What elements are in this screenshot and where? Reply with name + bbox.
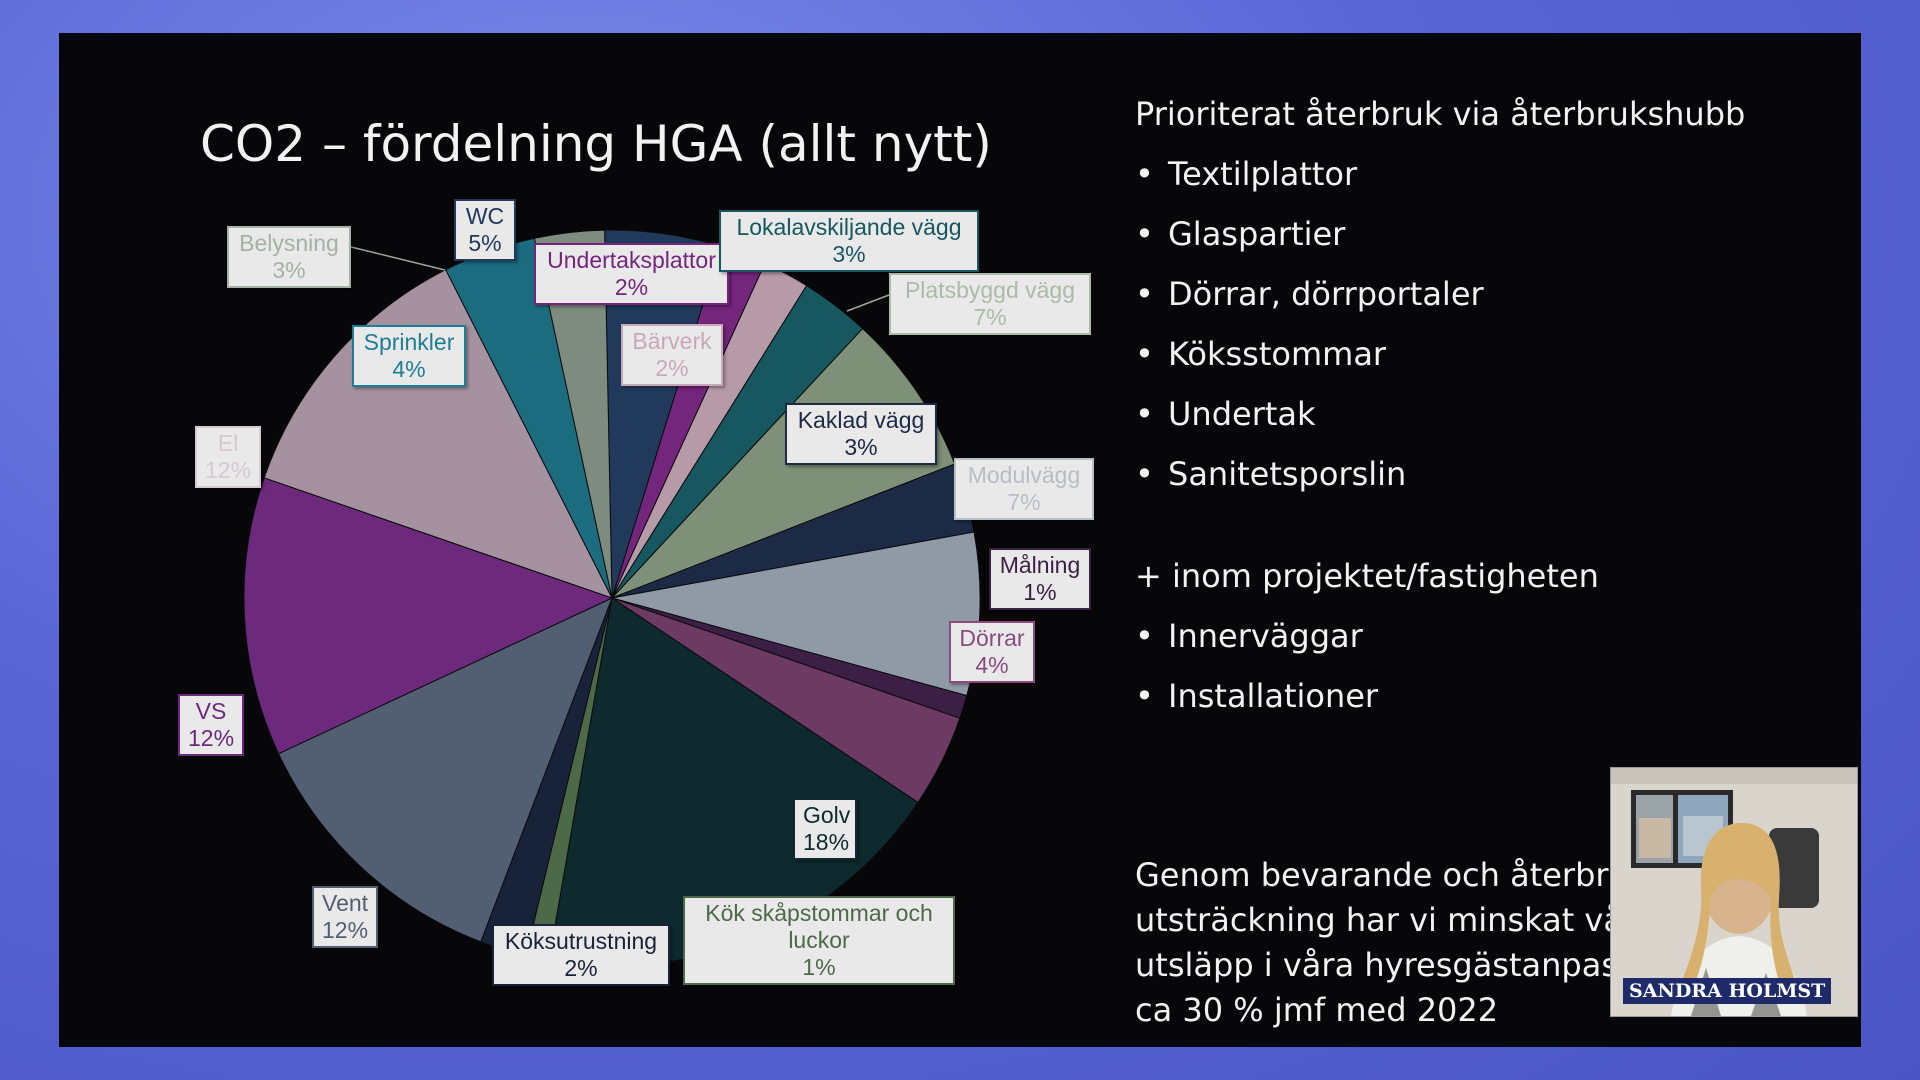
pie-label-name: Målning [999,552,1081,578]
bullet-text: Textilplattor [1168,155,1358,193]
bullet-text: Glaspartier [1168,215,1346,253]
bullet-text: Installationer [1168,677,1379,715]
pie-slice-vent [277,597,613,943]
pie-slice-vs [243,477,614,755]
pie-label-name: Köksutrustning [504,928,658,954]
bullet-dot: • [1135,455,1154,493]
pie-label-name: Bärverk [632,328,712,354]
pie-label-value: 1% [802,954,836,980]
pie-label-name: Platsbyggd vägg [904,277,1076,303]
summary-line: utsläpp i våra hyresgästanpassn [1135,946,1655,984]
pie-label-name: VS [195,698,227,724]
pie-label-value: 4% [975,652,1009,678]
bullet-item: • Undertak [1135,395,1316,433]
pie-slice-el [263,269,614,599]
bullet-item: • Glaspartier [1135,215,1345,253]
chart-title: CO2 – fördelning HGA (allt nytt) [200,115,992,173]
pie-label-name: El [217,430,239,456]
pie-label-value: 2% [614,274,649,300]
summary-line: ca 30 % jmf med 2022 [1135,991,1499,1029]
bullet-item: • Installationer [1135,677,1378,715]
bullet-dot: • [1135,275,1154,313]
pie-label-value: 12% [205,457,252,483]
pie-label-value: 18% [803,829,850,855]
bullet-item: • Sanitetsporslin [1135,455,1406,493]
pie-label-value: 2% [655,355,689,381]
pie-label-value: 12% [322,917,369,943]
leader-line [846,294,890,312]
bullet-item: • Köksstommar [1135,335,1386,373]
bullet-text: Sanitetsporslin [1168,455,1407,493]
bullet-text: Innerväggar [1168,617,1363,655]
pie-label-name: Sprinkler [363,329,455,355]
leader-line [350,246,446,271]
pie-label-value: 3% [832,241,866,267]
pie-slice-platsbyggd-v-gg [611,327,956,599]
bullet-text: Köksstommar [1168,335,1387,373]
speaker-name-tag: SANDRA HOLMST [1623,978,1832,1004]
bullet-dot: • [1135,155,1154,193]
bullet-item: • Dörrar, dörrportaler [1135,275,1484,313]
pie-slice-belysning [533,229,613,599]
pie-slice-modulv-gg [611,531,981,697]
bullet-text: Undertak [1168,395,1316,433]
pie-label-value: 7% [973,304,1007,330]
pie-label-value: 4% [392,356,426,382]
bullet-text: Dörrar, dörrportaler [1168,275,1484,313]
pie-label-name: Dörrar [959,625,1025,651]
pie-label-name: WC [465,203,505,229]
pie-label-value: 5% [468,230,502,256]
pie-chart [243,229,981,967]
project-subheading: + inom projektet/fastigheten [1135,557,1599,595]
summary-line: Genom bevarande och återbruk [1135,856,1648,894]
pie-label-value: 1% [1023,579,1057,605]
summary-line: utsträckning har vi minskat våra [1135,901,1656,939]
reuse-heading: Prioriterat återbruk via återbrukshubb [1135,95,1746,133]
bullet-dot: • [1135,617,1154,655]
bullet-dot: • [1135,677,1154,715]
pie-label-name: Undertaksplattor [547,247,716,273]
pie-label-name: Belysning [239,230,339,256]
bullet-dot: • [1135,335,1154,373]
bullet-item: • Innerväggar [1135,617,1363,655]
pie-label-name: Kaklad vägg [797,407,925,433]
pie-label-name: Kök skåpstommar och luckor [705,900,933,953]
pie-label-value: 7% [1007,489,1041,515]
summary-paragraph: Genom bevarande och återbruk utsträcknin… [1135,853,1861,1033]
speaker-webcam: SANDRA HOLMST [1610,767,1858,1017]
pie-label-value: 3% [272,257,306,283]
bullet-dot: • [1135,215,1154,253]
pie-label-value: 2% [564,955,598,981]
pie-label-name: Modulvägg [967,462,1081,488]
pie-label-value: 12% [188,725,235,751]
bullet-item: • Textilplattor [1135,155,1357,193]
pie-label-name: Vent [322,890,369,916]
pie-label-name: Lokalavskiljande vägg [736,214,962,240]
bullet-dot: • [1135,395,1154,433]
pie-label-name: Golv [803,802,851,828]
pie-label-value: 3% [844,434,878,460]
